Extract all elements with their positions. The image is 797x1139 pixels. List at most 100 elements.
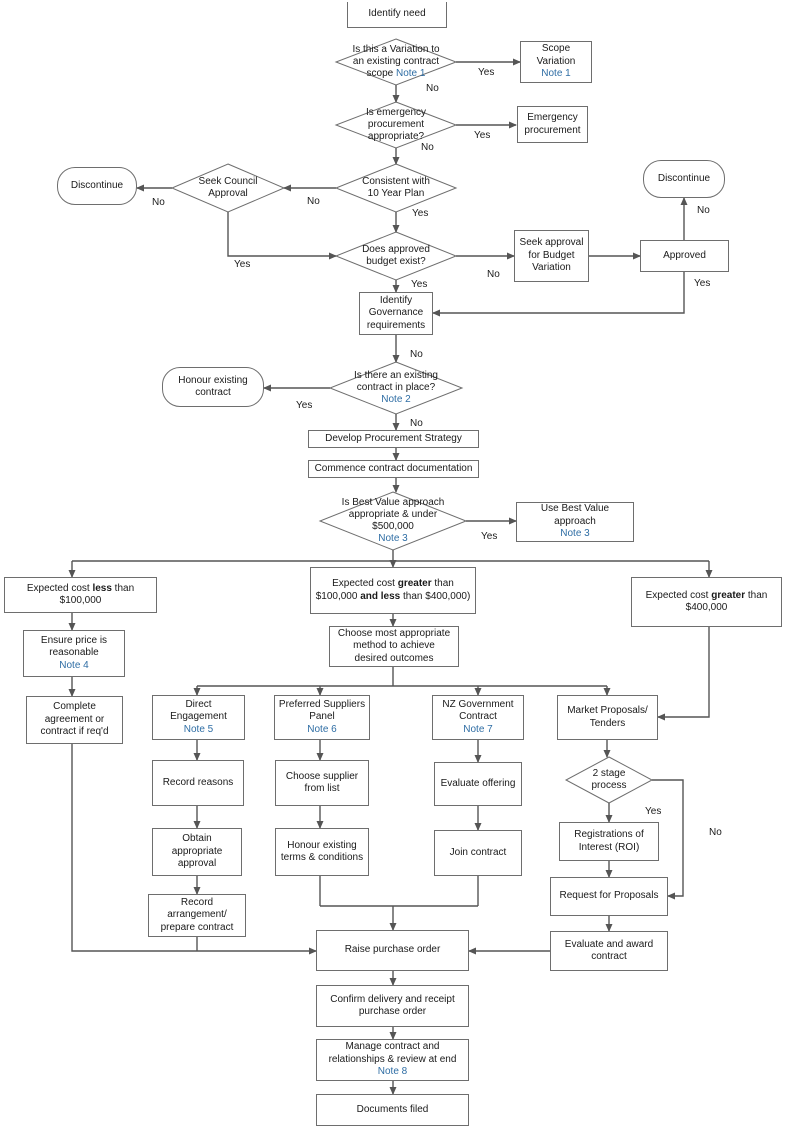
obtain-approval-box: Obtain appropriate approval bbox=[152, 828, 242, 876]
procurement-strategy-box: Develop Procurement Strategy bbox=[308, 430, 479, 448]
documents-filed-box: Documents filed bbox=[316, 1094, 469, 1126]
cost-greater-line-2: $400,000 bbox=[685, 602, 728, 613]
contract-documentation-text: Commence contract documentation bbox=[314, 462, 473, 474]
cost-mid-pre: Expected cost bbox=[332, 578, 398, 589]
label-two-stage-yes: Yes bbox=[645, 806, 662, 817]
evaluate-award-box: Evaluate and award contract bbox=[550, 931, 668, 971]
choose-supplier-box: Choose supplier from list bbox=[275, 760, 369, 806]
request-proposals-text: Request for Proposals bbox=[559, 890, 659, 902]
emergency-line-1: Is emergency bbox=[365, 107, 427, 118]
arrow-approved-yes bbox=[432, 272, 685, 317]
emergency-line-2: procurement bbox=[367, 119, 425, 130]
confirm-delivery-box: Confirm delivery and receipt purchase or… bbox=[316, 985, 469, 1027]
preferred-suppliers-box: Preferred Suppliers Panel Note 6 bbox=[274, 695, 370, 740]
evaluate-award-line-1: Evaluate and award bbox=[564, 938, 654, 950]
arrow-greater-market bbox=[657, 627, 710, 721]
honour-terms-line-1: Honour existing bbox=[287, 839, 357, 851]
honour-existing-contract-terminal: Honour existing contract bbox=[162, 367, 264, 407]
council-line-1: Seek Council bbox=[198, 176, 258, 187]
variation-line-3-text: scope bbox=[366, 68, 394, 79]
cost-mid-line2-bold: and less bbox=[360, 590, 401, 602]
choose-method-line-2: method to achieve bbox=[353, 640, 435, 652]
complete-line-1: Complete bbox=[53, 701, 96, 713]
ensure-price-line-2: reasonable bbox=[49, 647, 99, 659]
nzgov-line-1: NZ Government bbox=[442, 698, 514, 710]
best-value-line-3: $500,000 bbox=[372, 521, 414, 532]
registrations-interest-box: Registrations of Interest (ROI) bbox=[559, 822, 659, 861]
obtain-line-3: approval bbox=[177, 858, 217, 870]
scope-variation-line-1: Scope bbox=[541, 43, 571, 55]
cost-less-post: than bbox=[111, 582, 135, 594]
existing-contract-decision-text: Is there an existing contract in place? … bbox=[330, 363, 462, 413]
council-line-2: Approval bbox=[208, 188, 248, 199]
honour-contract-line-2: contract bbox=[195, 387, 231, 398]
cost-greater-bold: greater bbox=[711, 589, 746, 601]
cost-greater-box: Expected cost greater than $400,000 bbox=[631, 577, 782, 627]
decision-diamonds bbox=[170, 38, 654, 804]
approved-box: Approved bbox=[640, 240, 729, 272]
seek-council-decision-text: Seek Council Approval bbox=[172, 164, 284, 212]
join-contract-box: Join contract bbox=[434, 830, 522, 876]
cost-mid-line2-post: than $400,000) bbox=[400, 590, 471, 602]
cost-mid-box: Expected cost greater than $100,000 and … bbox=[310, 567, 476, 614]
arrow-council-yes bbox=[227, 212, 337, 260]
plan-line-2: 10 Year Plan bbox=[367, 188, 425, 199]
discontinue-right-text: Discontinue bbox=[657, 172, 711, 184]
budget-line-2: budget exist? bbox=[366, 256, 426, 267]
cost-greater-post: than bbox=[745, 589, 768, 601]
seek-budget-line-3: Variation bbox=[532, 262, 571, 274]
cost-less-box: Expected cost less than $100,000 bbox=[4, 577, 157, 613]
nz-government-box: NZ Government Contract Note 7 bbox=[432, 695, 524, 740]
discontinue-left-text: Discontinue bbox=[70, 179, 124, 191]
manage-line-2: relationships & review at end bbox=[328, 1053, 457, 1065]
label-best-value-yes: Yes bbox=[481, 531, 498, 542]
nzgov-line-2: Contract bbox=[459, 711, 497, 723]
identify-need-box: Identify need bbox=[347, 2, 447, 28]
budget-line-1: Does approved bbox=[362, 244, 430, 255]
record-arrangement-box: Record arrangement/ prepare contract bbox=[148, 894, 246, 937]
best-value-decision-text: Is Best Value approach appropriate & und… bbox=[320, 492, 466, 550]
label-budget-no: No bbox=[487, 269, 500, 280]
emergency-line-3: appropriate? bbox=[367, 131, 425, 142]
two-stage-decision-text: 2 stage process bbox=[566, 757, 652, 803]
ensure-price-box: Ensure price is reasonable Note 4 bbox=[23, 630, 125, 677]
label-existing-yes: Yes bbox=[296, 400, 313, 411]
choose-method-box: Choose most appropriate method to achiev… bbox=[329, 626, 459, 667]
governance-line-2: Governance bbox=[368, 307, 424, 319]
record-reasons-box: Record reasons bbox=[152, 760, 244, 806]
label-council-yes: Yes bbox=[234, 259, 251, 270]
obtain-line-1: Obtain bbox=[182, 833, 212, 845]
seek-budget-line-1: Seek approval bbox=[519, 237, 584, 249]
choose-method-line-3: desired outcomes bbox=[354, 652, 434, 664]
identify-need-text: Identify need bbox=[368, 8, 426, 20]
scope-variation-box: Scope Variation Note 1 bbox=[520, 41, 592, 83]
honour-terms-box: Honour existing terms & conditions bbox=[275, 828, 369, 876]
existing-line-1: Is there an existing bbox=[354, 370, 438, 381]
direct-note: Note 5 bbox=[183, 723, 214, 735]
preferred-line-2: Panel bbox=[309, 711, 335, 723]
cost-less-pre: Expected cost bbox=[26, 582, 93, 594]
variation-line-3: scope Note 1 bbox=[367, 68, 426, 80]
direct-engagement-box: Direct Engagement Note 5 bbox=[152, 695, 245, 740]
nzgov-note: Note 7 bbox=[463, 723, 493, 735]
procurement-strategy-text: Develop Procurement Strategy bbox=[325, 432, 462, 444]
best-value-note: Note 3 bbox=[378, 533, 408, 544]
label-emergency-yes: Yes bbox=[474, 130, 491, 141]
market-proposals-box: Market Proposals/ Tenders bbox=[557, 695, 658, 740]
emergency-decision-text: Is emergency procurement appropriate? bbox=[336, 102, 456, 148]
variation-note-link: Note 1 bbox=[396, 68, 426, 79]
emergency-procurement-line-1: Emergency bbox=[527, 112, 578, 123]
label-council-no: No bbox=[152, 197, 165, 208]
preferred-note: Note 6 bbox=[307, 723, 337, 735]
two-stage-line-1: 2 stage bbox=[592, 768, 626, 779]
use-best-value-note: Note 3 bbox=[560, 528, 590, 540]
choose-supplier-line-1: Choose supplier bbox=[285, 770, 359, 782]
ensure-price-note: Note 4 bbox=[59, 659, 89, 671]
cost-less-line-2: $100,000 bbox=[59, 595, 102, 606]
label-plan-yes: Yes bbox=[412, 208, 429, 219]
discontinue-right-terminal: Discontinue bbox=[643, 160, 725, 198]
roi-line-2: Interest (ROI) bbox=[578, 841, 640, 853]
manage-contract-box: Manage contract and relationships & revi… bbox=[316, 1039, 469, 1081]
preferred-line-1: Preferred Suppliers bbox=[278, 698, 366, 710]
label-discontinue-no: No bbox=[697, 205, 710, 216]
